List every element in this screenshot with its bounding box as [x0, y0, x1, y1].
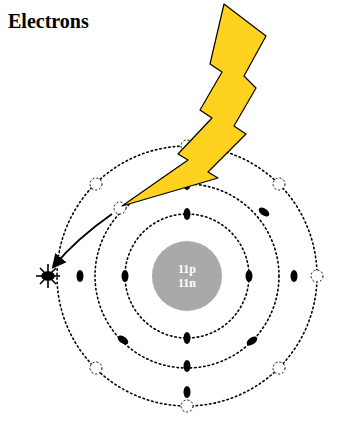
ejected-electron: [36, 264, 60, 288]
nucleus-label: 11p: [178, 262, 196, 276]
lightning-bolt: [122, 4, 266, 206]
nucleus-circle: 11p11n: [152, 241, 222, 311]
ejection-arrow: [54, 214, 112, 266]
middle-orbit: [95, 184, 279, 368]
inner-orbit: [125, 214, 249, 338]
diagram-title: Electrons: [8, 10, 89, 33]
electrons: [77, 162, 298, 398]
nucleus-label: 11n: [178, 276, 196, 290]
